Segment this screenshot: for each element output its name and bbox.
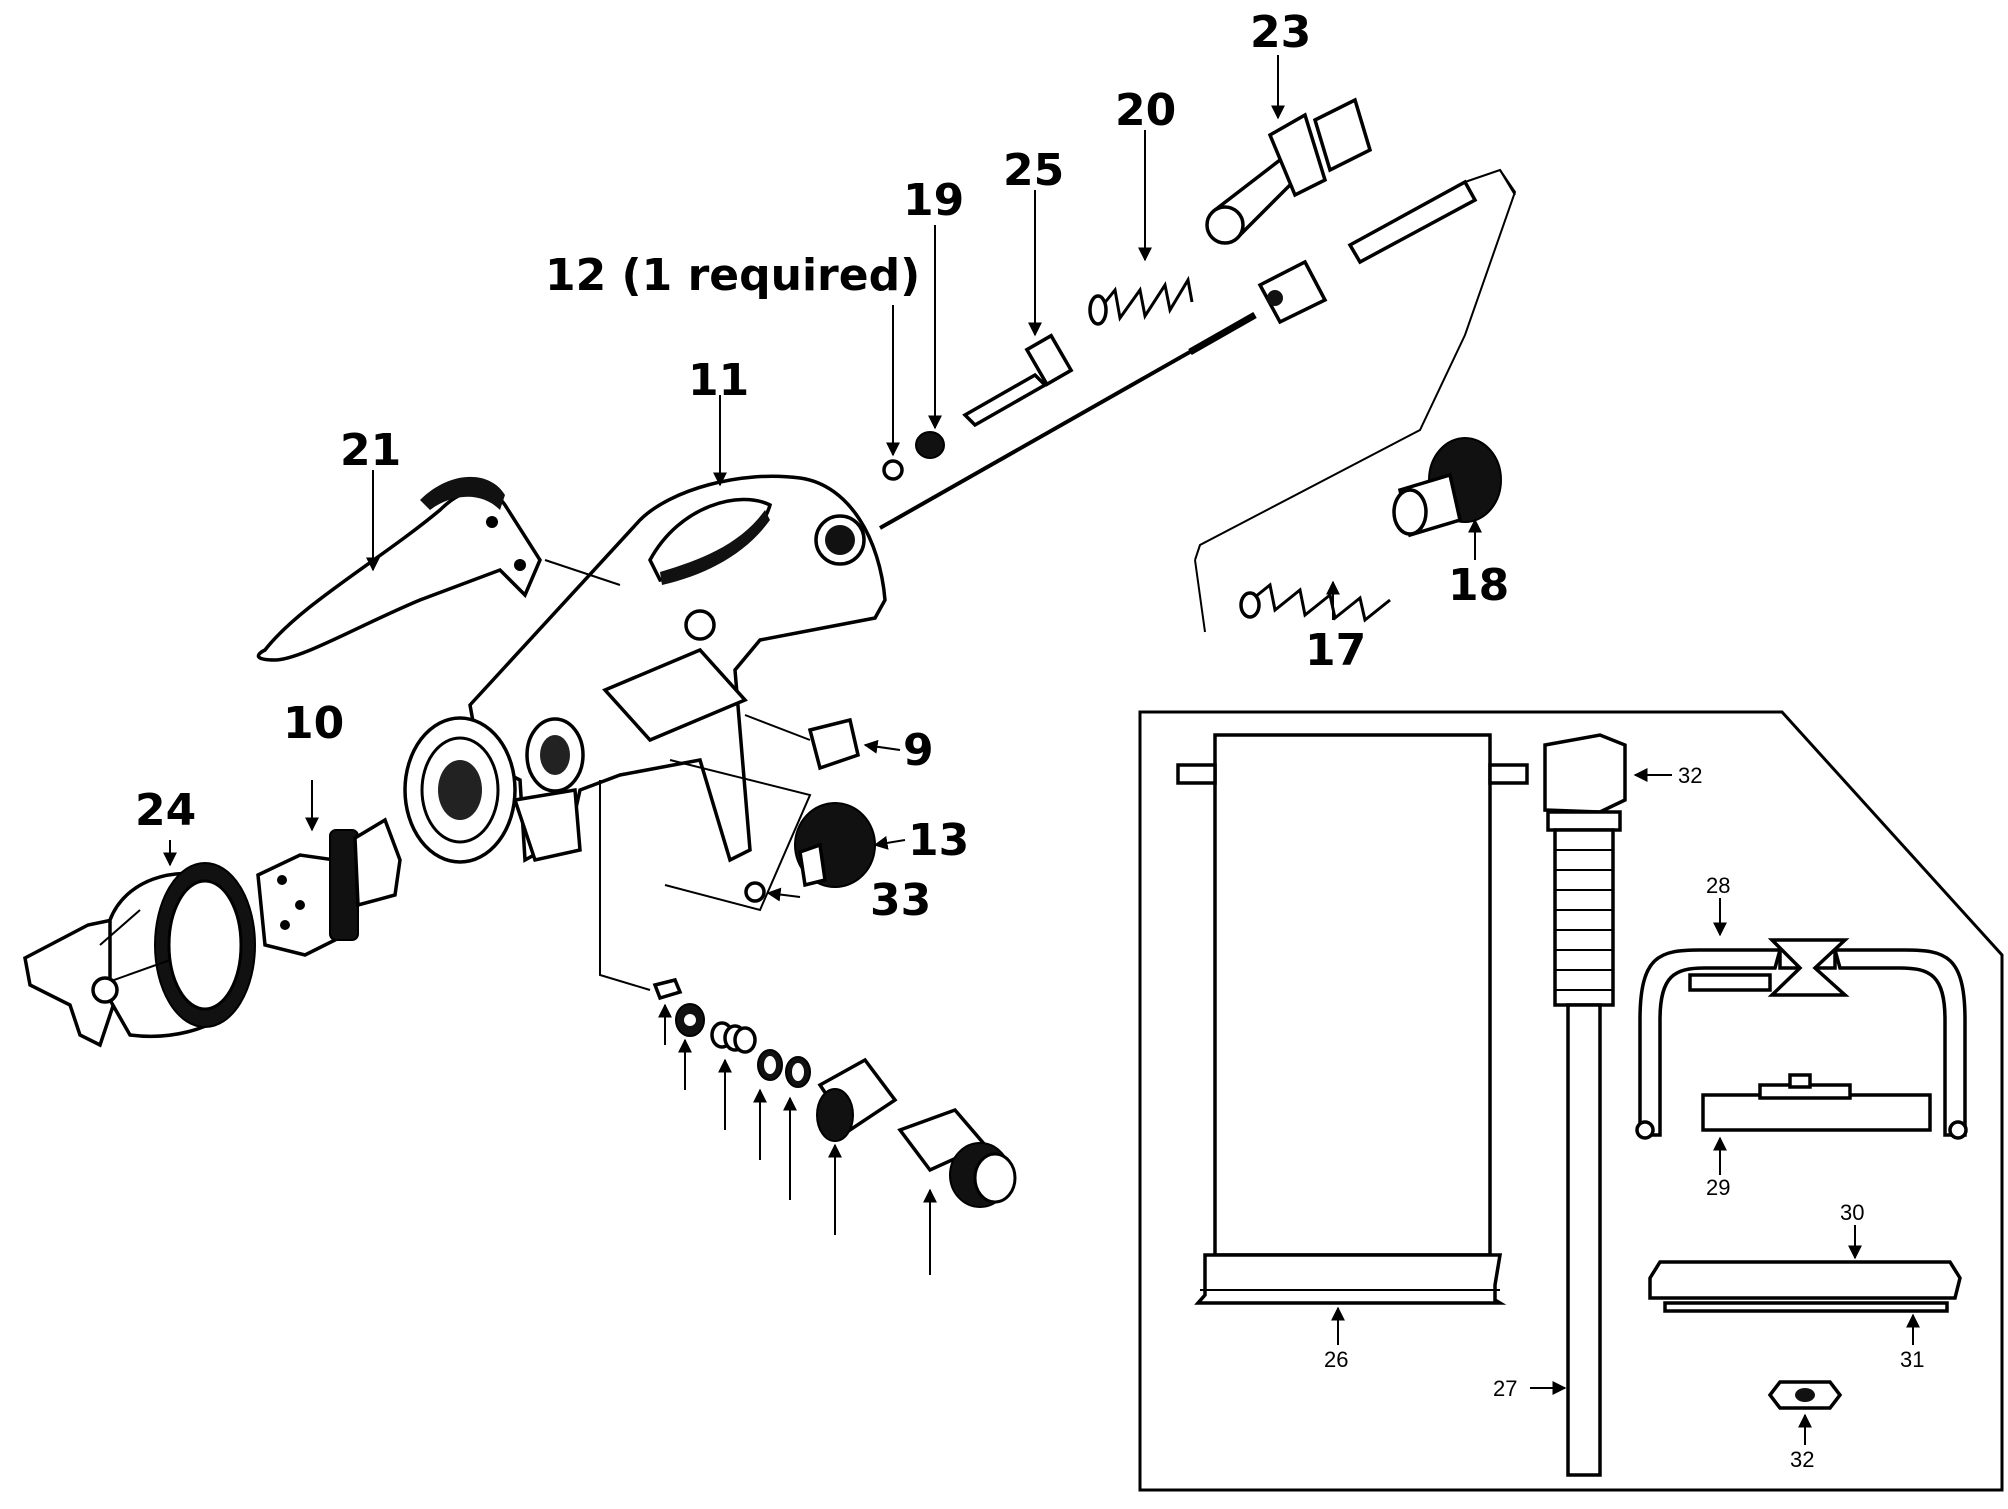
part-13-knob bbox=[794, 802, 876, 888]
part-27-dip-tube bbox=[1543, 733, 1627, 1477]
label-20: 20 bbox=[1115, 85, 1176, 136]
valve-bracket-line bbox=[664, 759, 812, 912]
needle-bushing bbox=[1257, 168, 1516, 325]
label-12: 12 (1 required) bbox=[545, 250, 920, 301]
label-25: 25 bbox=[1003, 145, 1064, 196]
label-10: 10 bbox=[283, 698, 344, 749]
air-valve-assembly bbox=[599, 780, 1017, 1275]
part-10-fluid-nozzle bbox=[256, 817, 402, 957]
part-30-lid bbox=[1648, 1260, 1962, 1300]
label-31: 31 bbox=[1900, 1347, 1924, 1372]
cup-assembly-inset: 32 28 29 30 31 26 27 32 bbox=[1138, 710, 2004, 1492]
label-19: 19 bbox=[903, 175, 964, 226]
label-32-bottom: 32 bbox=[1790, 1447, 1814, 1472]
part-26-cup bbox=[1176, 733, 1529, 1305]
part-11-gun-body bbox=[403, 474, 887, 864]
part-12-o-ring bbox=[882, 459, 904, 481]
label-13: 13 bbox=[908, 815, 969, 866]
part-23-air-inlet bbox=[1205, 97, 1373, 245]
label-33: 33 bbox=[870, 875, 931, 926]
bracket-line bbox=[1194, 169, 1517, 561]
label-11: 11 bbox=[688, 355, 749, 406]
part-21-trigger bbox=[256, 476, 621, 662]
label-27: 27 bbox=[1493, 1376, 1517, 1401]
part-9-screw bbox=[744, 714, 861, 771]
part-19-seal bbox=[915, 431, 945, 459]
label-32-top: 32 bbox=[1678, 763, 1702, 788]
bracket-line-lower bbox=[1194, 559, 1206, 633]
part-31-gasket bbox=[1663, 1301, 1949, 1313]
part-18-adjusting-knob bbox=[1392, 437, 1502, 538]
label-26: 26 bbox=[1324, 1347, 1348, 1372]
label-28: 28 bbox=[1706, 873, 1730, 898]
part-20-spring bbox=[1088, 275, 1194, 326]
label-18: 18 bbox=[1448, 560, 1509, 611]
label-21: 21 bbox=[340, 425, 401, 476]
label-23: 23 bbox=[1250, 7, 1311, 58]
part-32-nut bbox=[1767, 1380, 1843, 1410]
part-24-air-cap bbox=[23, 862, 256, 1048]
label-30: 30 bbox=[1840, 1200, 1864, 1225]
part-17-spring bbox=[1239, 582, 1391, 623]
label-29: 29 bbox=[1706, 1175, 1730, 1200]
part-28-bail bbox=[1638, 938, 1967, 1137]
label-24: 24 bbox=[135, 785, 196, 836]
label-9: 9 bbox=[903, 725, 934, 776]
part-29-clamp-bar bbox=[1635, 1073, 1968, 1140]
label-arrows bbox=[163, 55, 1482, 902]
label-17: 17 bbox=[1305, 625, 1366, 676]
part-33-ball bbox=[744, 881, 766, 903]
part-25-needle bbox=[879, 311, 1257, 530]
